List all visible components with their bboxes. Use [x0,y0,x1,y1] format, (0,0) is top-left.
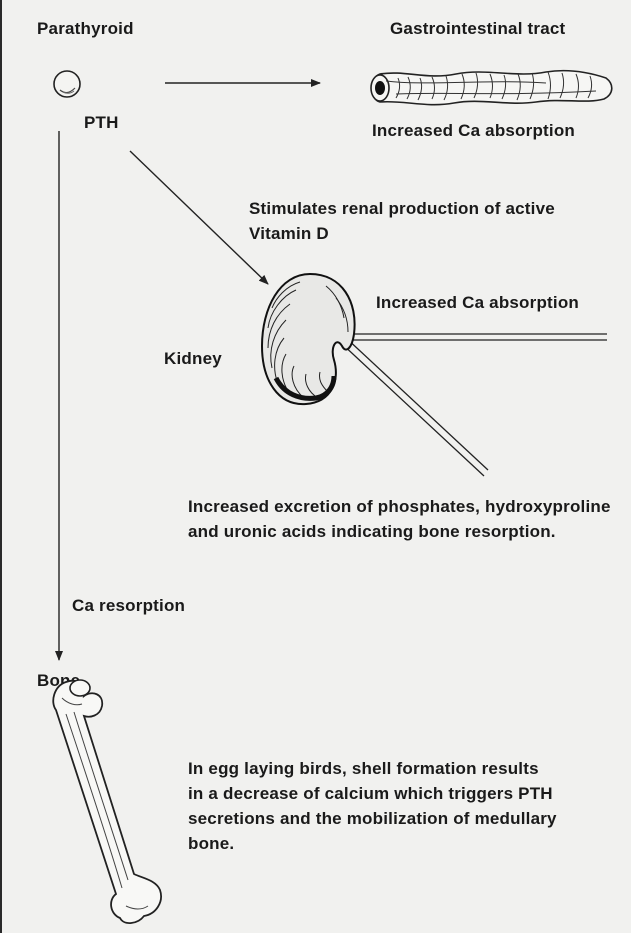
kidney-icon [256,268,360,410]
intestine-icon [366,64,616,110]
bone-icon [26,674,186,930]
ureter-absorption-line [342,334,607,340]
ureter-excretion-line [340,336,488,476]
parathyroid-gland-icon [49,66,85,102]
arrow-to-kidney [130,151,268,284]
